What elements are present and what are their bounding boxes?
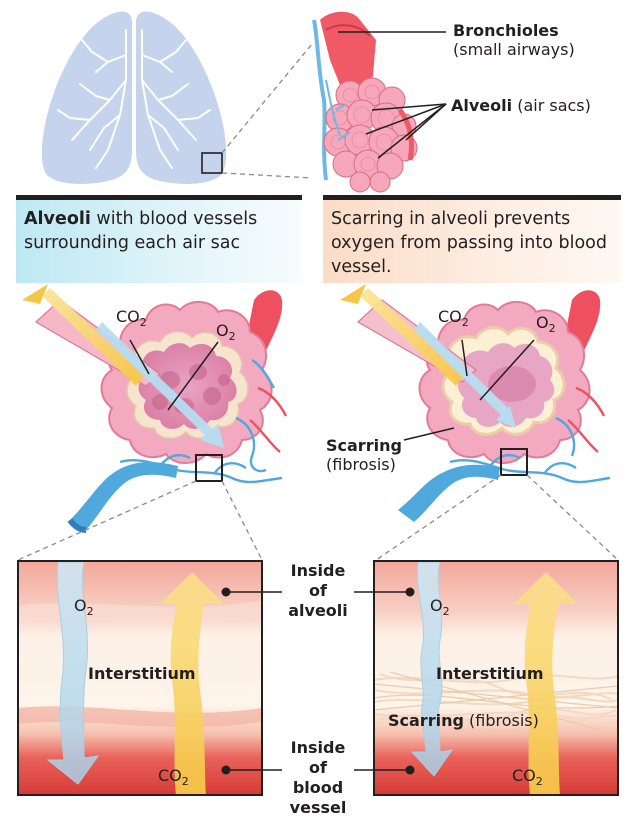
co2-sub: 2 [182,775,189,788]
right-o2-label: O2 [536,313,556,338]
healthy-alveoli-heading: Alveoli with blood vessels surrounding e… [16,195,302,283]
scarred-alveolus-illustration [340,284,618,560]
scarring-rest: (fibrosis) [464,711,539,730]
o2-sub: 2 [229,330,236,343]
right-interstitium-label: Interstitium [436,664,544,683]
right-scarring-label: Scarring (fibrosis) [388,711,539,730]
co2-text: CO [158,766,182,785]
left-o2-label: O2 [216,321,236,346]
co2-sub: 2 [462,316,469,329]
o2-sub: 2 [87,605,94,618]
left-lung-shape [42,11,132,183]
co2-text: CO [116,307,140,326]
alveoli-title: Alveoli [451,96,512,115]
right-co2-label: CO2 [438,307,469,332]
o2-text: O [536,313,549,332]
alveoli-subtitle: (air sacs) [517,96,591,115]
bottom-left-o2: O2 [74,596,94,621]
bronchioles-subtitle: (small airways) [453,40,575,59]
bottom-left-co2: CO2 [158,766,189,791]
o2-sub: 2 [549,322,556,335]
heading-text: Scarring in alveoli prevents oxygen from… [331,209,607,277]
scarring-label: Scarring (fibrosis) [326,436,402,474]
right-lung-shape [136,11,226,183]
co2-sub: 2 [536,775,543,788]
scarring-heading: Scarring in alveoli prevents oxygen from… [323,195,621,283]
o2-text: O [430,596,443,615]
bottom-right-o2: O2 [430,596,450,621]
o2-text: O [74,596,87,615]
heading-bold: Alveoli [24,209,91,229]
o2-text: O [216,321,229,340]
lungs-illustration [42,11,312,183]
co2-text: CO [438,307,462,326]
left-co2-label: CO2 [116,307,147,332]
co2-text: CO [512,766,536,785]
co2-sub: 2 [140,316,147,329]
bottom-right-co2: CO2 [512,766,543,791]
bronchioles-label: Bronchioles (small airways) [453,21,575,59]
inside-alveoli-label: Inside of alveoli [282,561,354,621]
o2-sub: 2 [443,605,450,618]
inside-blood-vessel-label: Inside of blood vessel [282,738,354,818]
bronchioles-title: Bronchioles [453,21,559,40]
scarring-title: Scarring [326,436,402,455]
bronchiole-cluster-illustration [314,12,446,192]
left-interstitium-label: Interstitium [88,664,196,683]
scarring-bold: Scarring [388,711,464,730]
scarring-subtitle: (fibrosis) [326,455,396,474]
alveoli-label: Alveoli (air sacs) [451,96,591,115]
healthy-alveolus-illustration [18,284,286,560]
